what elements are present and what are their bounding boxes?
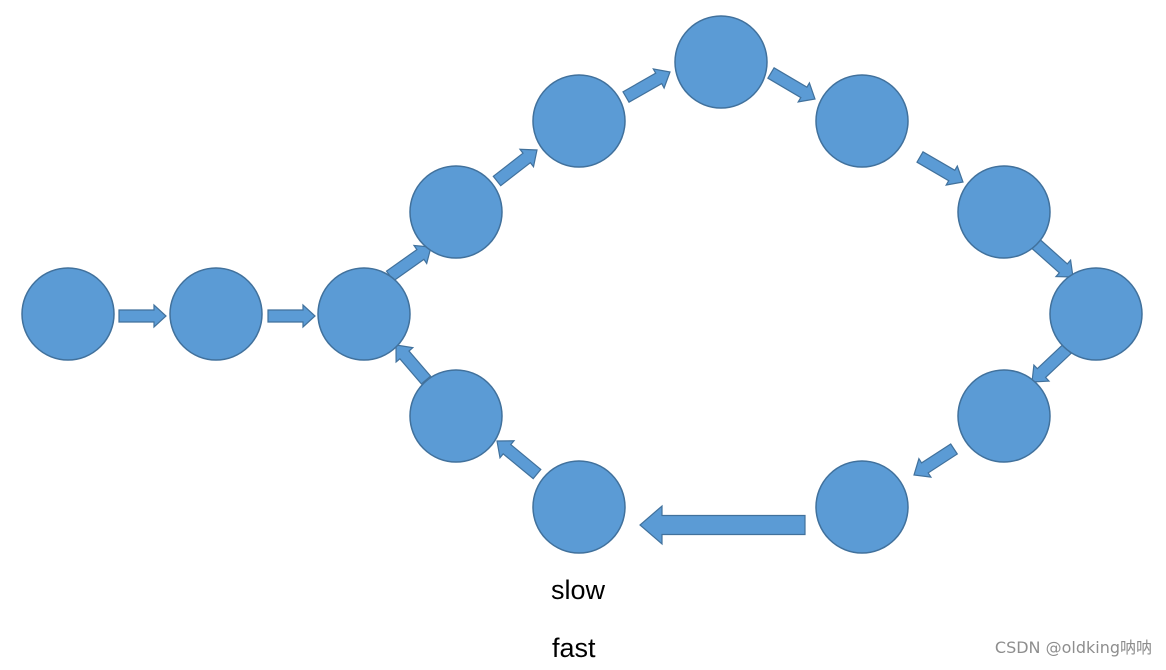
fast-pointer-label: fast <box>552 633 596 663</box>
arrow-1 <box>267 303 316 329</box>
list-node-12 <box>409 369 503 463</box>
slow-pointer-label: slow <box>551 575 606 605</box>
list-node-1 <box>169 267 263 361</box>
arrow-8 <box>1031 343 1072 383</box>
arrows-group <box>118 66 1074 546</box>
list-node-5 <box>674 15 768 109</box>
list-node-0 <box>21 267 115 361</box>
list-node-3 <box>409 165 503 259</box>
nodes-group <box>21 15 1143 554</box>
arrow-5 <box>767 66 816 103</box>
list-node-4 <box>532 74 626 168</box>
arrow-3 <box>492 148 538 187</box>
watermark: CSDN @oldking呐呐 <box>994 638 1152 657</box>
arrow-0 <box>118 303 167 329</box>
arrow-6 <box>916 150 964 186</box>
list-node-6 <box>815 74 909 168</box>
list-node-9 <box>957 369 1051 463</box>
list-node-2 <box>317 267 411 361</box>
list-node-10 <box>815 460 909 554</box>
arrow-12 <box>395 344 432 385</box>
arrow-11 <box>496 440 542 480</box>
list-node-8 <box>1049 267 1143 361</box>
arrow-4 <box>622 68 671 104</box>
arrow-2 <box>385 244 432 282</box>
list-node-7 <box>957 165 1051 259</box>
list-node-11 <box>532 460 626 554</box>
arrow-10 <box>639 504 806 546</box>
arrow-9 <box>913 443 959 478</box>
arrow-7 <box>1031 238 1074 278</box>
